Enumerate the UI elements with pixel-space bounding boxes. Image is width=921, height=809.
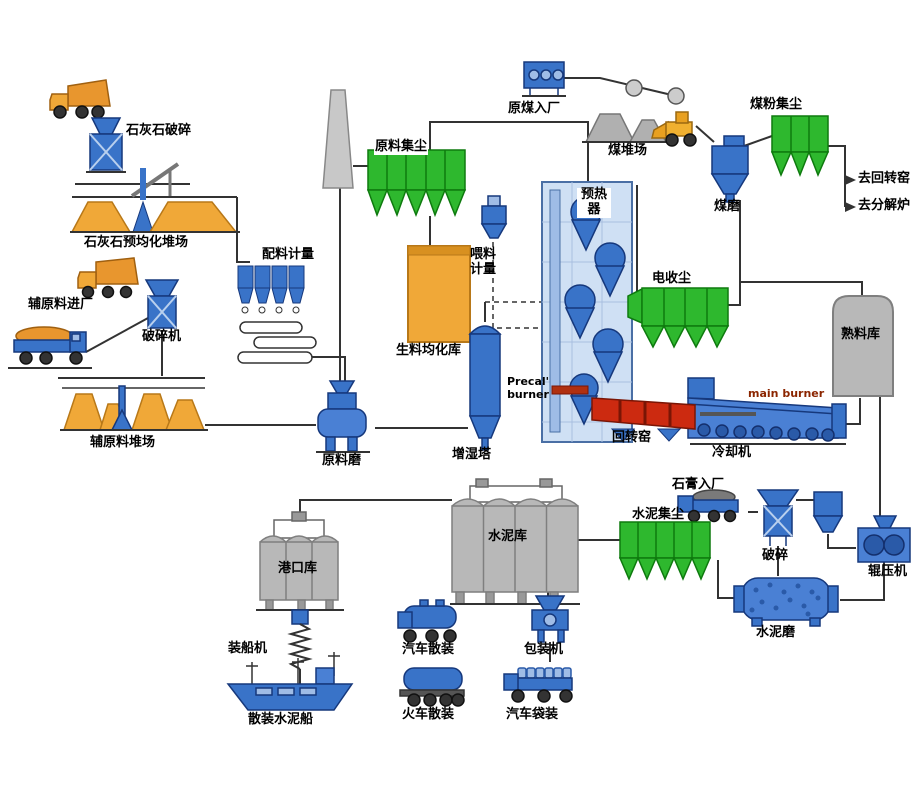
label-ship-loader: 装船机: [228, 641, 268, 656]
coal-mill: [710, 135, 750, 203]
aux-crusher-icon: [144, 279, 180, 329]
coal-dust-collector: [770, 115, 830, 178]
coal-receiving-machine: [522, 61, 566, 97]
label-bulk-cement-ship: 散装水泥船: [248, 712, 314, 727]
flow-arrows: [845, 175, 856, 212]
cement-mill: [733, 577, 839, 627]
roller-press: [857, 515, 911, 563]
label-clinker-silo: 熟料库: [841, 327, 881, 342]
label-batching-metering: 配料计量: [262, 247, 315, 262]
label-to-rotary-kiln: 去回转窑: [858, 171, 911, 186]
label-feeding-metering: 喂料计量: [469, 247, 496, 277]
cement-silo: [450, 478, 580, 605]
label-preheater: 预热器: [577, 187, 611, 218]
bulk-cement-ship: [226, 652, 354, 711]
ship-loader: [287, 609, 313, 670]
packing-machine: [531, 595, 569, 643]
label-rotary-kiln: 回转窑: [612, 430, 652, 445]
label-truck-bag-loading: 汽车袋装: [506, 707, 559, 722]
label-port-silo: 港口库: [278, 561, 318, 576]
cement-dust-collector: [618, 521, 712, 581]
feeding-metering-hopper: [480, 195, 508, 239]
rotary-kiln: [591, 397, 696, 442]
label-coal-yard: 煤堆场: [608, 143, 648, 158]
chimney: [322, 89, 354, 189]
label-cement-dust-collector: 水泥集尘: [632, 507, 685, 522]
label-crusher-machine: 破碎机: [142, 329, 182, 344]
label-raw-meal-homogenizing-silo: 生料均化库: [396, 343, 462, 358]
label-cement-silo: 水泥库: [488, 529, 528, 544]
label-limestone-crushing: 石灰石破碎: [126, 123, 192, 138]
preheater-tower: [541, 181, 633, 443]
bag-truck-icon: [503, 667, 573, 703]
label-gypsum-entry: 石膏入厂: [672, 477, 725, 492]
raw-mill: [316, 380, 370, 453]
coal-loader-icon: [651, 111, 697, 147]
aux-material-piles: [60, 385, 208, 431]
raw-meal-silo: [407, 245, 471, 343]
coal-piles: [582, 113, 670, 143]
bulk-truck-icon: [397, 599, 457, 643]
label-train-bulk-loading: 火车散装: [402, 707, 455, 722]
aux-dump-truck-icon: [77, 257, 139, 299]
raw-material-dust-collector: [366, 149, 467, 218]
label-main-burner: main burner: [748, 387, 825, 400]
label-humidifying-tower: 增湿塔: [452, 447, 492, 462]
label-to-calciner: 去分解炉: [858, 198, 911, 213]
label-coal-mill: 煤磨: [714, 199, 741, 214]
label-raw-coal-entry: 原煤入厂: [508, 101, 561, 116]
clinker-cooler: [687, 377, 847, 445]
label-roller-press: 辊压机: [868, 564, 908, 579]
gypsum-truck-icon: [677, 489, 739, 523]
clinker-silo: [832, 295, 894, 397]
label-cement-mill: 水泥磨: [756, 625, 796, 640]
batching-hoppers: [237, 265, 305, 314]
gypsum-hopper: [812, 491, 844, 533]
limestone-crusher-icon: [86, 117, 126, 173]
bulk-train-icon: [399, 667, 465, 707]
label-truck-bulk-loading: 汽车散装: [402, 642, 455, 657]
limestone-dump-truck-icon: [49, 79, 111, 119]
label-cooler: 冷却机: [712, 445, 752, 460]
precalciner-burner: [551, 385, 589, 395]
label-electrostatic-precipitator: 电收尘: [652, 271, 692, 286]
gypsum-crusher-icon: [756, 489, 800, 546]
label-coal-powder-dust-collector: 煤粉集尘: [750, 97, 803, 112]
electrostatic-precipitator: [627, 287, 730, 349]
label-raw-material-dust-collector: 原料集尘: [374, 139, 429, 155]
label-limestone-preblending-yard: 石灰石预均化堆场: [84, 235, 189, 250]
humidifying-tower: [468, 325, 502, 451]
label-aux-material-yard: 辅原料堆场: [90, 435, 156, 450]
batching-conveyors: [237, 321, 317, 364]
label-aux-material-entry: 辅原料进厂: [28, 297, 94, 312]
coal-conveyor: [625, 79, 685, 105]
label-gypsum-crushing: 破碎: [762, 548, 789, 563]
limestone-preblending-piles: [70, 201, 240, 233]
label-precal-burner: Precal' burner: [506, 375, 550, 401]
label-raw-mill: 原料磨: [322, 453, 362, 468]
label-packing-machine: 包装机: [524, 642, 564, 657]
aux-flatbed-truck-icon: [13, 326, 87, 365]
